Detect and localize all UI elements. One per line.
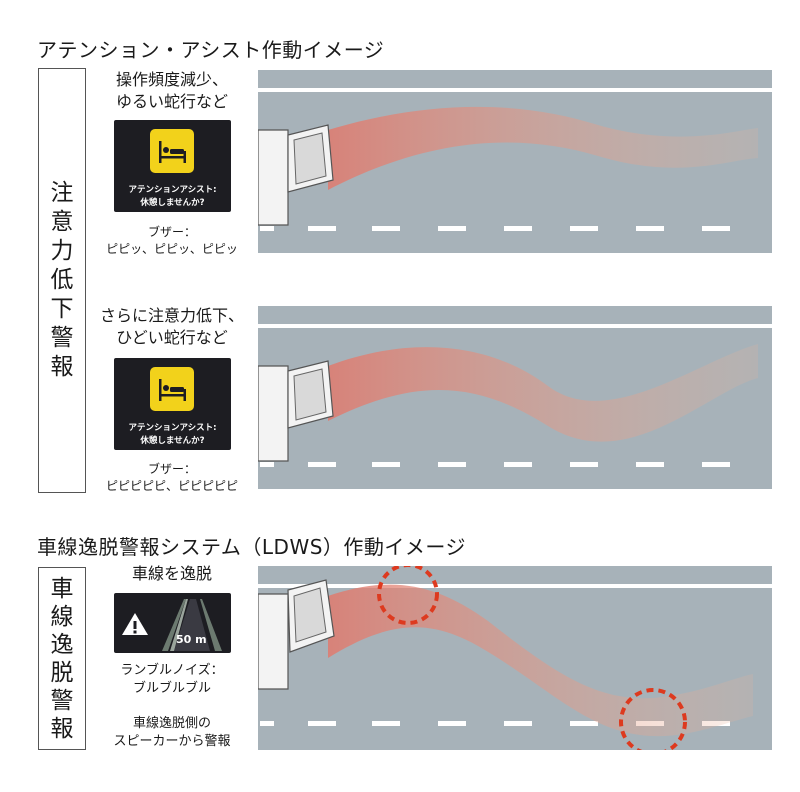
ldws-speaker-note: 車線逸脱側の スピーカーから警報 bbox=[92, 715, 252, 751]
ldws-buzzer: ランブルノイズ： ブルブルブル bbox=[92, 662, 252, 698]
lane-dashes bbox=[260, 226, 730, 231]
side-char: 逸 bbox=[50, 631, 74, 658]
stage2-caption-line2: ひどい蛇行など bbox=[116, 328, 228, 347]
buzzer-sound: ピピッ、ピピッ、ピピッ bbox=[106, 242, 238, 256]
trajectory-trail bbox=[328, 584, 753, 737]
attention-warning-label-box: 注 意 力 低 下 警 報 bbox=[38, 68, 86, 493]
bed-rest-icon bbox=[150, 129, 194, 173]
ldws-display-panel: 50 m bbox=[114, 593, 231, 653]
buzzer-sound: ピピピピピ、ピピピピピ bbox=[105, 479, 238, 493]
trajectory-trail bbox=[328, 344, 758, 442]
road-illustration-stage1 bbox=[258, 70, 772, 253]
stage1-caption-line2: ゆるい蛇行など bbox=[115, 92, 228, 111]
panel-text-line1: アテンションアシスト: bbox=[128, 423, 217, 433]
truck-cab-icon bbox=[258, 360, 334, 462]
lane-view-graphic bbox=[122, 599, 222, 651]
attention-display-panel: アテンションアシスト: 休憩しませんか? bbox=[114, 120, 231, 212]
road-illustration-ldws bbox=[258, 566, 772, 750]
trajectory-trail bbox=[328, 106, 758, 190]
truck-cab-icon bbox=[258, 124, 334, 226]
stage2-caption-line1: さらに注意力低下、 bbox=[99, 306, 244, 325]
ldws-label-box: 車 線 逸 脱 警 報 bbox=[38, 567, 86, 750]
note-line1: 車線逸脱側の bbox=[132, 716, 211, 731]
side-char: 車 bbox=[50, 575, 74, 602]
road-edge-line bbox=[258, 324, 772, 328]
side-char: 脱 bbox=[50, 659, 74, 686]
side-char: 報 bbox=[50, 715, 74, 742]
road-edge-line bbox=[258, 88, 772, 92]
buzzer-label: ブザー： bbox=[147, 225, 196, 239]
distance-readout: 50 m bbox=[176, 633, 207, 646]
side-char: 警 bbox=[50, 325, 74, 351]
note-line2: スピーカーから警報 bbox=[113, 734, 231, 749]
side-char: 報 bbox=[50, 354, 74, 380]
side-char: 線 bbox=[50, 603, 74, 630]
road-illustration-stage2 bbox=[258, 306, 772, 489]
stage2-buzzer: ブザー： ピピピピピ、ピピピピピ bbox=[92, 461, 252, 495]
side-char: 意 bbox=[50, 209, 74, 235]
panel-text-line2: 休憩しませんか? bbox=[140, 198, 205, 208]
side-char: 警 bbox=[50, 687, 74, 714]
stage1-caption-line1: 操作頻度減少、 bbox=[115, 70, 228, 89]
side-char: 力 bbox=[50, 238, 74, 264]
lane-dashes bbox=[260, 462, 730, 467]
buzzer-label: ランブルノイズ： bbox=[120, 663, 224, 678]
side-char: 低 bbox=[50, 267, 74, 293]
warning-triangle-icon bbox=[122, 613, 148, 635]
panel-text-line1: アテンションアシスト: bbox=[128, 185, 217, 195]
stage1-caption: 操作頻度減少、 ゆるい蛇行など bbox=[92, 69, 252, 113]
road-edge-line bbox=[258, 584, 772, 588]
truck-cab-icon bbox=[258, 579, 335, 690]
buzzer-sound: ブルブルブル bbox=[132, 681, 211, 696]
ldws-title: 車線逸脱警報システム（LDWS）作動イメージ bbox=[37, 535, 467, 559]
panel-text-line2: 休憩しませんか? bbox=[140, 436, 205, 446]
buzzer-label: ブザー： bbox=[147, 462, 196, 476]
bed-rest-icon bbox=[150, 367, 194, 411]
attention-display-panel: アテンションアシスト: 休憩しませんか? bbox=[114, 358, 231, 450]
stage2-caption: さらに注意力低下、 ひどい蛇行など bbox=[92, 305, 252, 349]
side-char: 下 bbox=[50, 296, 74, 322]
stage1-buzzer: ブザー： ピピッ、ピピッ、ピピッ bbox=[92, 224, 252, 258]
ldws-caption: 車線を逸脱 bbox=[131, 564, 212, 583]
lane-departure-alert-circle-upper bbox=[377, 566, 439, 625]
side-char: 注 bbox=[50, 180, 74, 206]
lane-departure-alert-circle-lower bbox=[619, 688, 687, 750]
attention-assist-title: アテンション・アシスト作動イメージ bbox=[37, 38, 385, 62]
